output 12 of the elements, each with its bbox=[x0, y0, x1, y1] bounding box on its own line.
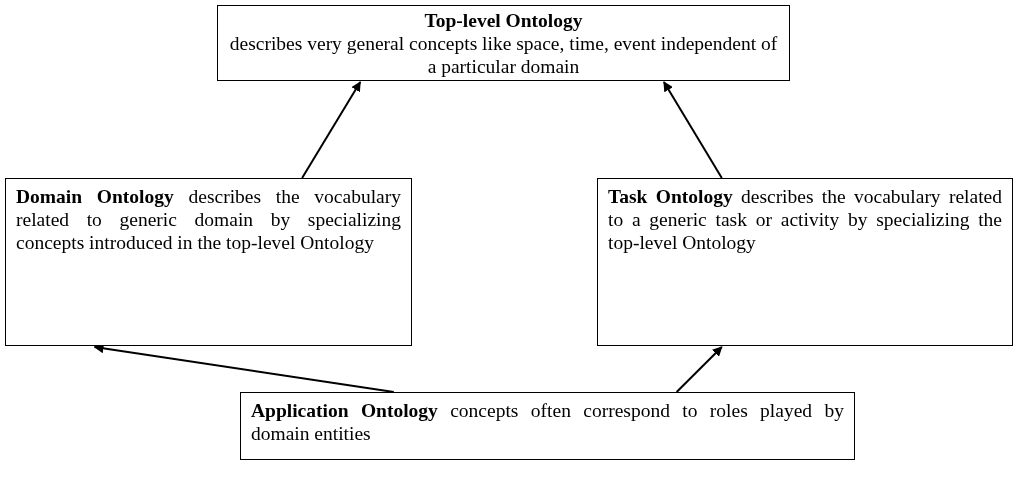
ontology-box bbox=[5, 178, 412, 346]
arrow bbox=[301, 81, 362, 179]
ontology-box bbox=[217, 5, 790, 81]
box-heading: Top-level Ontology bbox=[423, 9, 584, 32]
arrow bbox=[675, 346, 723, 393]
box-description: Domain Ontology describes the vocabulary related to generic domain by specializing concepts introduced in the top-level Ontology bbox=[16, 185, 401, 254]
box-description: Task Ontology describes the vocabulary related to a generic task or activity by specializing the top-level Ontology bbox=[608, 185, 1002, 254]
box-description: describes very general concepts like space, time, event independent of a particular domain bbox=[228, 32, 779, 78]
ontology-box bbox=[597, 178, 1013, 346]
box-description: Application Ontology concepts often correspond to roles played by domain entities bbox=[251, 399, 844, 445]
arrow bbox=[662, 81, 723, 179]
ontology-box bbox=[240, 392, 855, 460]
